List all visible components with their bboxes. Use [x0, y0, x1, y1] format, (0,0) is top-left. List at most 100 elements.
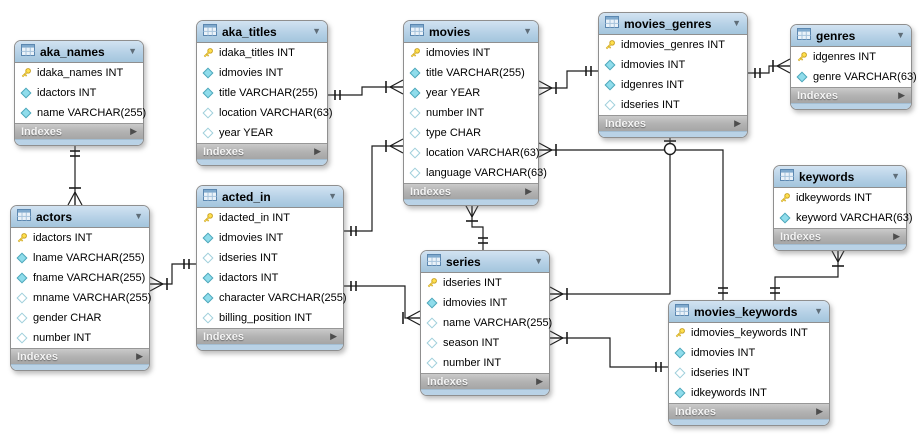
- field-row-actors-5[interactable]: number INT: [11, 328, 149, 348]
- expand-arrow-icon[interactable]: ▶: [314, 146, 321, 156]
- expand-arrow-icon[interactable]: ▶: [536, 376, 543, 386]
- field-row-acted_in-3[interactable]: idactors INT: [197, 268, 343, 288]
- indexes-footer-movies_genres[interactable]: Indexes▶: [599, 115, 747, 131]
- relation-movies_genres-series[interactable]: [550, 136, 671, 295]
- expand-arrow-icon[interactable]: ▶: [734, 118, 741, 128]
- table-header-keywords[interactable]: keywords▼: [774, 166, 906, 188]
- indexes-footer-aka_titles[interactable]: Indexes▶: [197, 143, 327, 159]
- indexes-footer-acted_in[interactable]: Indexes▶: [197, 328, 343, 344]
- expand-arrow-icon[interactable]: ▶: [893, 231, 900, 241]
- field-row-actors-3[interactable]: mname VARCHAR(255): [11, 288, 151, 308]
- field-row-keywords-1[interactable]: keyword VARCHAR(63): [774, 208, 913, 228]
- expand-arrow-icon[interactable]: ▶: [816, 406, 823, 416]
- field-row-actors-1[interactable]: lname VARCHAR(255): [11, 248, 149, 268]
- relation-movies_genres-movies[interactable]: [539, 70, 598, 89]
- relation-line[interactable]: [774, 249, 839, 300]
- field-row-acted_in-0[interactable]: idacted_in INT: [197, 208, 343, 228]
- field-row-acted_in-2[interactable]: idseries INT: [197, 248, 343, 268]
- relation-line[interactable]: [344, 145, 403, 232]
- relation-line[interactable]: [550, 337, 668, 368]
- field-row-aka_titles-1[interactable]: idmovies INT: [197, 63, 327, 83]
- indexes-footer-genres[interactable]: Indexes▶: [791, 87, 911, 103]
- table-header-genres[interactable]: genres▼: [791, 25, 911, 47]
- field-row-series-4[interactable]: number INT: [421, 353, 549, 373]
- field-row-acted_in-5[interactable]: billing_position INT: [197, 308, 343, 328]
- field-row-movies_keywords-2[interactable]: idseries INT: [669, 363, 829, 383]
- field-row-aka_names-0[interactable]: idaka_names INT: [15, 63, 143, 83]
- field-row-movies_keywords-0[interactable]: idmovies_keywords INT: [669, 323, 829, 343]
- field-row-movies_genres-1[interactable]: idmovies INT: [599, 55, 747, 75]
- field-row-movies-3[interactable]: number INT: [404, 103, 538, 123]
- relation-movies_keywords-movies[interactable]: [539, 149, 724, 300]
- relation-line[interactable]: [539, 70, 598, 89]
- field-row-aka_titles-3[interactable]: location VARCHAR(63): [197, 103, 333, 123]
- expand-arrow-icon[interactable]: ▶: [130, 126, 137, 136]
- field-row-genres-0[interactable]: idgenres INT: [791, 47, 911, 67]
- field-row-series-1[interactable]: idmovies INT: [421, 293, 549, 313]
- field-row-movies_keywords-3[interactable]: idkeywords INT: [669, 383, 829, 403]
- collapse-arrow-icon[interactable]: ▼: [523, 26, 532, 36]
- field-row-movies-2[interactable]: year YEAR: [404, 83, 538, 103]
- table-header-movies_keywords[interactable]: movies_keywords▼: [669, 301, 829, 323]
- collapse-arrow-icon[interactable]: ▼: [328, 191, 337, 201]
- collapse-arrow-icon[interactable]: ▼: [814, 306, 823, 316]
- field-row-movies_genres-0[interactable]: idmovies_genres INT: [599, 35, 747, 55]
- field-row-aka_names-2[interactable]: name VARCHAR(255): [15, 103, 146, 123]
- table-header-aka_titles[interactable]: aka_titles▼: [197, 21, 327, 43]
- field-row-aka_titles-4[interactable]: year YEAR: [197, 123, 327, 143]
- field-row-movies-5[interactable]: location VARCHAR(63): [404, 143, 540, 163]
- table-header-acted_in[interactable]: acted_in▼: [197, 186, 343, 208]
- field-row-movies-6[interactable]: language VARCHAR(63): [404, 163, 547, 183]
- collapse-arrow-icon[interactable]: ▼: [312, 26, 321, 36]
- collapse-arrow-icon[interactable]: ▼: [534, 256, 543, 266]
- field-row-movies-0[interactable]: idmovies INT: [404, 43, 538, 63]
- relation-aka_titles-movies[interactable]: [328, 86, 403, 96]
- relation-line[interactable]: [328, 86, 403, 96]
- indexes-footer-keywords[interactable]: Indexes▶: [774, 228, 906, 244]
- collapse-arrow-icon[interactable]: ▼: [128, 46, 137, 56]
- table-header-aka_names[interactable]: aka_names▼: [15, 41, 143, 63]
- field-row-movies_keywords-1[interactable]: idmovies INT: [669, 343, 829, 363]
- field-row-actors-4[interactable]: gender CHAR: [11, 308, 149, 328]
- field-row-acted_in-1[interactable]: idmovies INT: [197, 228, 343, 248]
- field-row-aka_titles-2[interactable]: title VARCHAR(255): [197, 83, 327, 103]
- indexes-footer-movies_keywords[interactable]: Indexes▶: [669, 403, 829, 419]
- collapse-arrow-icon[interactable]: ▼: [134, 211, 143, 221]
- relation-line[interactable]: [539, 149, 724, 300]
- expand-arrow-icon[interactable]: ▶: [136, 351, 143, 361]
- field-row-series-0[interactable]: idseries INT: [421, 273, 549, 293]
- field-row-actors-0[interactable]: idactors INT: [11, 228, 149, 248]
- table-header-actors[interactable]: actors▼: [11, 206, 149, 228]
- field-row-aka_names-1[interactable]: idactors INT: [15, 83, 143, 103]
- indexes-footer-series[interactable]: Indexes▶: [421, 373, 549, 389]
- field-row-genres-1[interactable]: genre VARCHAR(63): [791, 67, 917, 87]
- table-header-movies[interactable]: movies▼: [404, 21, 538, 43]
- collapse-arrow-icon[interactable]: ▼: [732, 18, 741, 28]
- field-row-acted_in-4[interactable]: character VARCHAR(255): [197, 288, 347, 308]
- field-row-movies_genres-3[interactable]: idseries INT: [599, 95, 747, 115]
- indexes-footer-aka_names[interactable]: Indexes▶: [15, 123, 143, 139]
- expand-arrow-icon[interactable]: ▶: [525, 186, 532, 196]
- field-row-keywords-0[interactable]: idkeywords INT: [774, 188, 906, 208]
- field-row-movies-1[interactable]: title VARCHAR(255): [404, 63, 538, 83]
- relation-acted_in-movies[interactable]: [344, 145, 403, 232]
- collapse-arrow-icon[interactable]: ▼: [896, 30, 905, 40]
- relation-line[interactable]: [550, 136, 671, 295]
- relation-movies_keywords-series[interactable]: [550, 337, 668, 368]
- field-row-series-3[interactable]: season INT: [421, 333, 549, 353]
- expand-arrow-icon[interactable]: ▶: [898, 90, 905, 100]
- indexes-footer-movies[interactable]: Indexes▶: [404, 183, 538, 199]
- indexes-footer-actors[interactable]: Indexes▶: [11, 348, 149, 364]
- table-header-series[interactable]: series▼: [421, 251, 549, 273]
- table-header-movies_genres[interactable]: movies_genres▼: [599, 13, 747, 35]
- field-row-aka_titles-0[interactable]: idaka_titles INT: [197, 43, 327, 63]
